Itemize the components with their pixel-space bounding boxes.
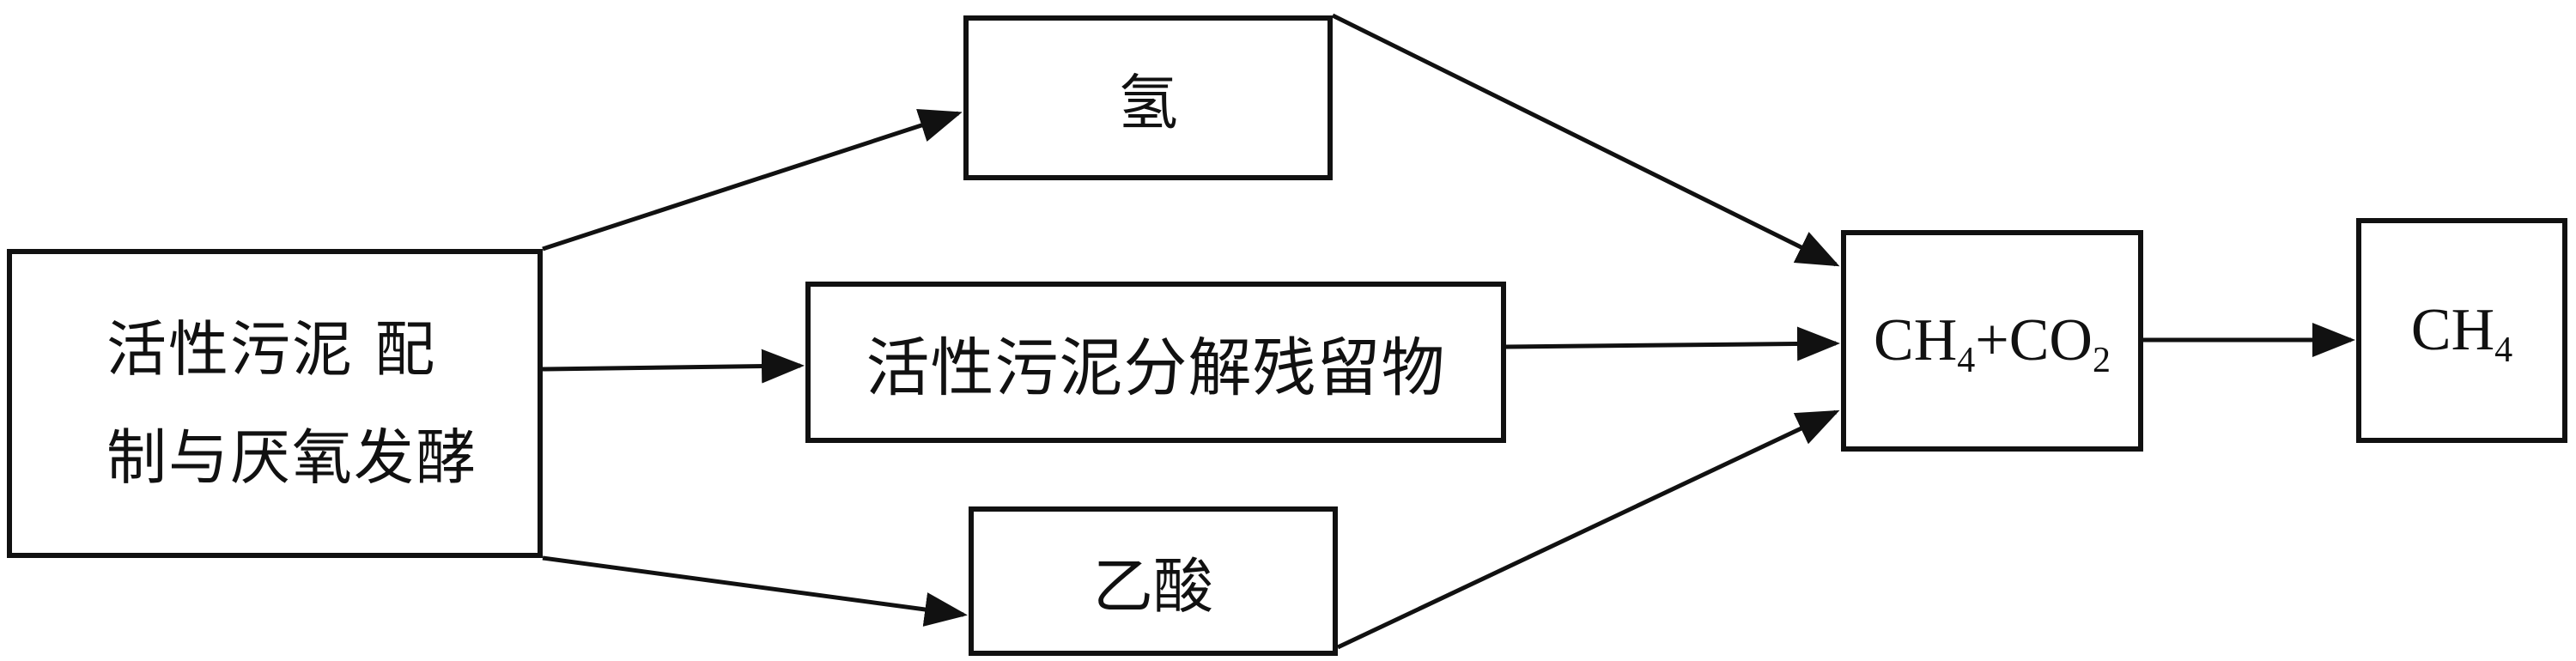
residue-label: 活性污泥分解残留物 bbox=[866, 330, 1446, 405]
methane-formula: CH4 bbox=[2410, 296, 2512, 370]
acetic-acid-box: 乙酸 bbox=[969, 506, 1338, 656]
hydrogen-label: 氢 bbox=[1118, 67, 1178, 138]
source-label-line1: 活性污泥 配 bbox=[106, 314, 437, 385]
source-box: 活性污泥 配 制与厌氧发酵 bbox=[7, 249, 543, 558]
arrow-source-to-residue bbox=[542, 349, 805, 384]
biogas-mix-sub1: 4 bbox=[1957, 341, 1976, 380]
residue-box: 活性污泥分解残留物 bbox=[805, 282, 1506, 443]
biogas-mix-box: CH4+CO2 bbox=[1841, 230, 2143, 452]
methane-part1: CH bbox=[2410, 297, 2495, 363]
arrow-residue-to-mix bbox=[1505, 326, 1840, 361]
arrow-acetic-to-mix bbox=[1336, 409, 1840, 650]
methane-box: CH4 bbox=[2356, 218, 2567, 443]
arrow-source-to-hydrogen bbox=[542, 108, 963, 252]
biogas-mix-part1: CH bbox=[1874, 307, 1958, 373]
hydrogen-box: 氢 bbox=[963, 15, 1333, 180]
methane-sub1: 4 bbox=[2494, 330, 2513, 370]
biogas-mix-part2: +CO bbox=[1975, 307, 2093, 373]
source-label-line2: 制与厌氧发酵 bbox=[106, 422, 477, 493]
acetic-acid-label: 乙酸 bbox=[1093, 550, 1213, 622]
biogas-mix-formula: CH4+CO2 bbox=[1874, 306, 2111, 380]
arrow-source-to-acetic bbox=[542, 555, 968, 627]
arrow-hydrogen-to-mix bbox=[1331, 13, 1840, 267]
biogas-mix-sub2: 2 bbox=[2092, 341, 2111, 380]
